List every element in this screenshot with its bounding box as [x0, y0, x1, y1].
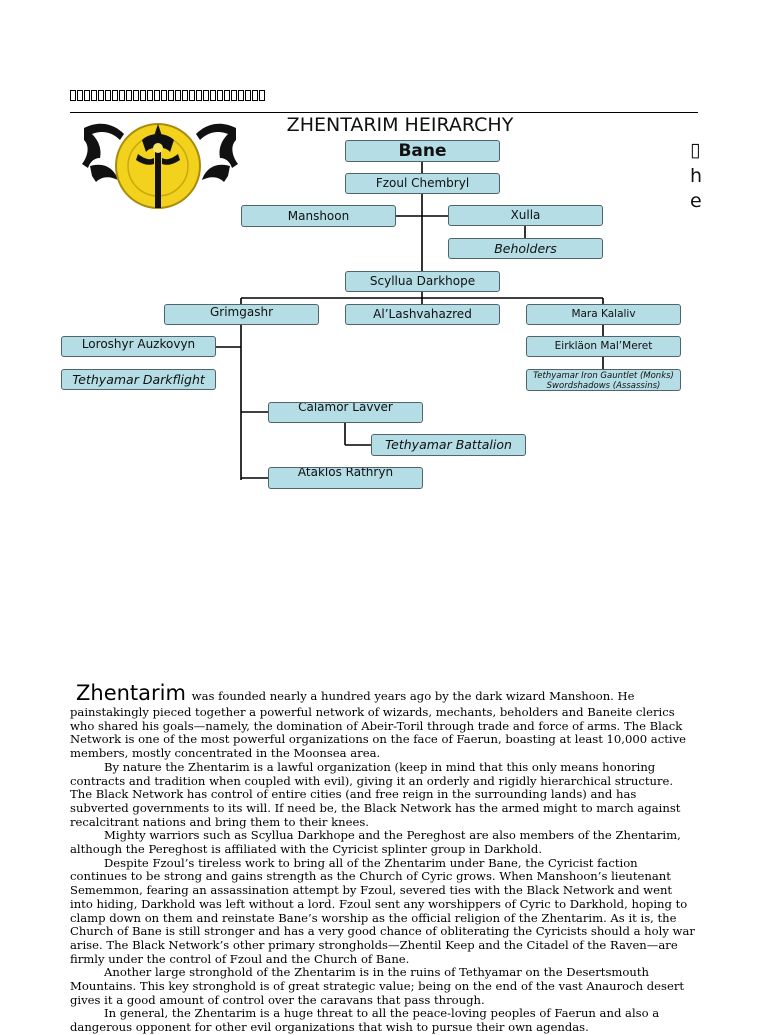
- header-rule: [70, 112, 698, 113]
- node-manshoon: Manshoon: [241, 205, 396, 227]
- placeholder-glyph: [70, 90, 76, 101]
- placeholder-glyph: [238, 90, 244, 101]
- chart-title: ZHENTARIM HEIRARCHY: [286, 114, 514, 136]
- placeholder-glyph: [168, 90, 174, 101]
- placeholder-glyph: [231, 90, 237, 101]
- placeholder-glyph: [259, 90, 265, 101]
- node-ataklos-rathryn: Ataklos Rathryn: [268, 467, 423, 489]
- placeholder-glyph: [77, 90, 83, 101]
- node-iron-gauntlet-swordshadows: Tethyamar Iron Gauntlet (Monks) Swordsha…: [526, 369, 681, 391]
- placeholder-glyph: [161, 90, 167, 101]
- node-calamor-lavver: Calamor Lavver: [268, 402, 423, 423]
- placeholder-glyph: [105, 90, 111, 101]
- node-tethyamar-darkflight: Tethyamar Darkflight: [61, 369, 216, 390]
- placeholder-glyph: [133, 90, 139, 101]
- node-scyllua-darkhope: Scyllua Darkhope: [345, 271, 500, 292]
- placeholder-glyph: [224, 90, 230, 101]
- paragraph-6: In general, the Zhentarim is a huge thre…: [70, 1006, 660, 1035]
- paragraph-1-text: was founded nearly a hundred years ago b…: [70, 689, 686, 761]
- paragraph-2: By nature the Zhentarim is a lawful orga…: [70, 759, 681, 829]
- placeholder-glyph: [154, 90, 160, 101]
- placeholder-glyph: [91, 90, 97, 101]
- node-mara-kalaliv: Mara Kalaliv: [526, 304, 681, 325]
- placeholder-glyph: [210, 90, 216, 101]
- node-tethyamar-battalion: Tethyamar Battalion: [371, 434, 526, 456]
- node-al-lashvahazred: Al’Lashvahazred: [345, 304, 500, 325]
- placeholder-glyph: [98, 90, 104, 101]
- placeholder-glyph: [203, 90, 209, 101]
- body-text: Zhentarim was founded nearly a hundred y…: [70, 680, 698, 1035]
- node-grimgashr: Grimgashr: [164, 304, 319, 325]
- placeholder-glyph: [182, 90, 188, 101]
- paragraph-1: Zhentarim was founded nearly a hundred y…: [70, 680, 698, 761]
- side-glyph: ▯: [690, 139, 701, 161]
- placeholder-glyph: [112, 90, 118, 101]
- placeholder-glyph: [126, 90, 132, 101]
- node-beholders: Beholders: [448, 238, 603, 259]
- node-loroshyr-auzkovyn: Loroshyr Auzkovyn: [61, 336, 216, 357]
- zhentarim-emblem-icon: [82, 123, 238, 209]
- placeholder-glyph: [175, 90, 181, 101]
- node-xulla: Xulla: [448, 205, 603, 226]
- node-eirklaon-malmeret: Eirkläon Mal’Meret: [526, 336, 681, 357]
- placeholder-glyph: [217, 90, 223, 101]
- side-letter-e: e: [690, 190, 702, 212]
- node-bane: Bane: [345, 140, 500, 162]
- placeholder-glyph: [84, 90, 90, 101]
- placeholder-glyph: [119, 90, 125, 101]
- side-letter-h: h: [690, 165, 703, 187]
- paragraph-4: Despite Fzoul’s tireless work to bring a…: [70, 855, 695, 966]
- node-fzoul-chembryl: Fzoul Chembryl: [345, 173, 500, 194]
- placeholder-glyph: [245, 90, 251, 101]
- label-iron-gauntlet: Tethyamar Iron Gauntlet (Monks): [533, 371, 674, 381]
- placeholder-glyph: [252, 90, 258, 101]
- placeholder-glyph-row: [70, 90, 265, 104]
- dropcap-zhentarim: Zhentarim: [76, 681, 186, 705]
- placeholder-glyph: [196, 90, 202, 101]
- placeholder-glyph: [140, 90, 146, 101]
- paragraph-3: Mighty warriors such as Scyllua Darkhope…: [70, 828, 681, 857]
- placeholder-glyph: [189, 90, 195, 101]
- placeholder-glyph: [147, 90, 153, 101]
- label-swordshadows: Swordshadows (Assassins): [546, 381, 661, 391]
- paragraph-5: Another large stronghold of the Zhentari…: [70, 965, 685, 1007]
